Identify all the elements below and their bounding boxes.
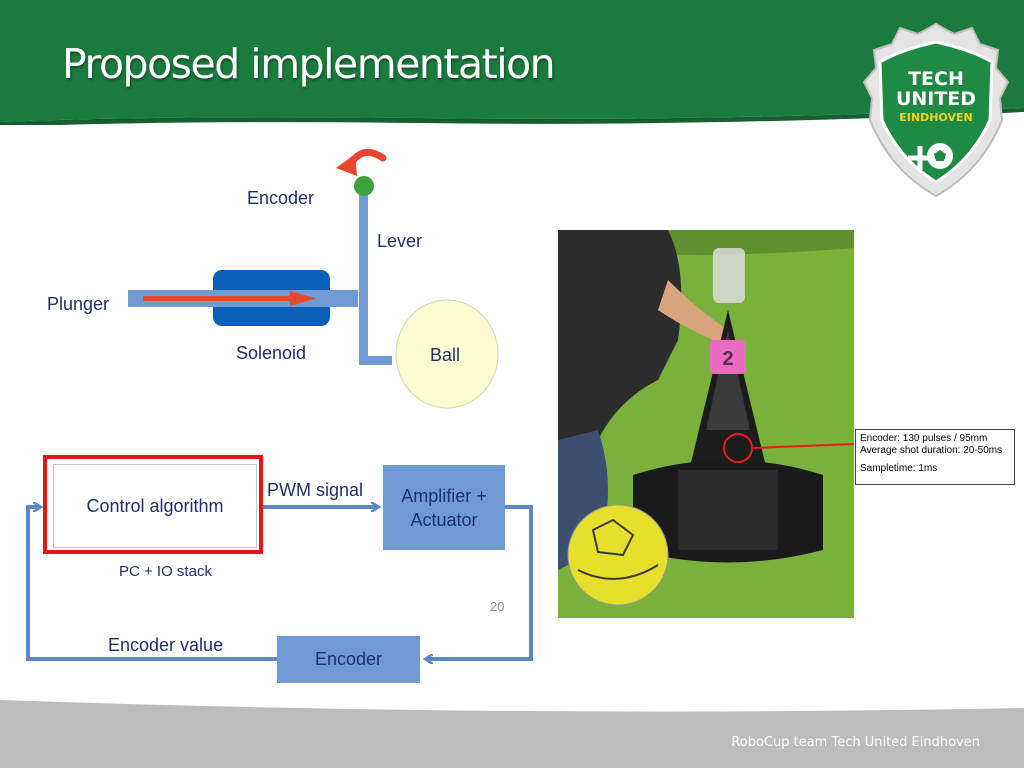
header-band	[0, 0, 1024, 125]
callout-line	[751, 443, 854, 449]
tech-united-logo: TECH UNITED EINDHOVEN	[862, 22, 1010, 198]
encoder-value-label: Encoder value	[108, 635, 224, 655]
person-arm	[658, 280, 738, 346]
robot-camera-tube	[713, 248, 745, 303]
footer-text: RoboCup team Tech United Eindhoven	[731, 735, 980, 750]
robot-photo: 2	[558, 230, 854, 618]
slide-title: Proposed implementation	[62, 40, 556, 88]
logo-line2: UNITED	[896, 88, 976, 110]
encoder-block-text: Encoder	[314, 649, 383, 669]
amplifier-line2: Actuator	[410, 509, 478, 530]
pwm-signal-label: PWM signal	[267, 480, 364, 500]
robot-number-plate	[710, 340, 746, 374]
pc-io-stack-label: PC + IO stack	[119, 563, 212, 580]
lever-label: Lever	[377, 231, 423, 251]
callout-line-2: Average shot duration: 20-50ms	[860, 445, 1003, 456]
solenoid-label: Solenoid	[236, 343, 307, 363]
solenoid-mechanism	[128, 148, 499, 409]
lever-rod	[359, 195, 368, 363]
rotation-arrowhead-icon	[336, 154, 357, 176]
encoder-block: Encoder	[277, 636, 420, 683]
callout-line-3: Sampletime: 1ms	[860, 463, 938, 474]
star-icon	[908, 146, 932, 170]
footer-band	[0, 700, 1024, 768]
robot-number: 2	[722, 348, 733, 370]
plunger-label: Plunger	[47, 294, 110, 314]
soccer-ball-icon	[927, 143, 953, 169]
encoder-label: Encoder	[247, 188, 315, 208]
page-number: 20	[490, 599, 505, 614]
plunger-arrow-shaft	[143, 296, 293, 301]
control-algorithm-text: Control algorithm	[86, 495, 224, 516]
encoder-pivot	[354, 176, 374, 196]
amplifier-actuator-block: Amplifier + Actuator	[383, 465, 505, 550]
plunger-arrow-head	[290, 291, 316, 306]
control-algorithm-block: Control algorithm	[53, 464, 257, 548]
ball-label: Ball	[430, 345, 461, 365]
rotation-arrow-icon	[348, 148, 387, 166]
control-loop-arrows	[26, 505, 533, 661]
callout-line-1: Encoder: 130 pulses / 95mm	[860, 433, 988, 444]
person-torso	[558, 230, 682, 460]
actuator-to-encoder-arrow	[426, 505, 533, 659]
lever-foot	[359, 356, 392, 365]
logo-line3: EINDHOVEN	[899, 111, 972, 124]
ball-shape	[395, 299, 499, 409]
feedback-arrow	[26, 507, 277, 661]
amplifier-line1: Amplifier +	[401, 485, 487, 506]
encoder-callout: Encoder: 130 pulses / 95mm Average shot …	[855, 429, 1015, 485]
logo-line1: TECH	[908, 68, 964, 90]
